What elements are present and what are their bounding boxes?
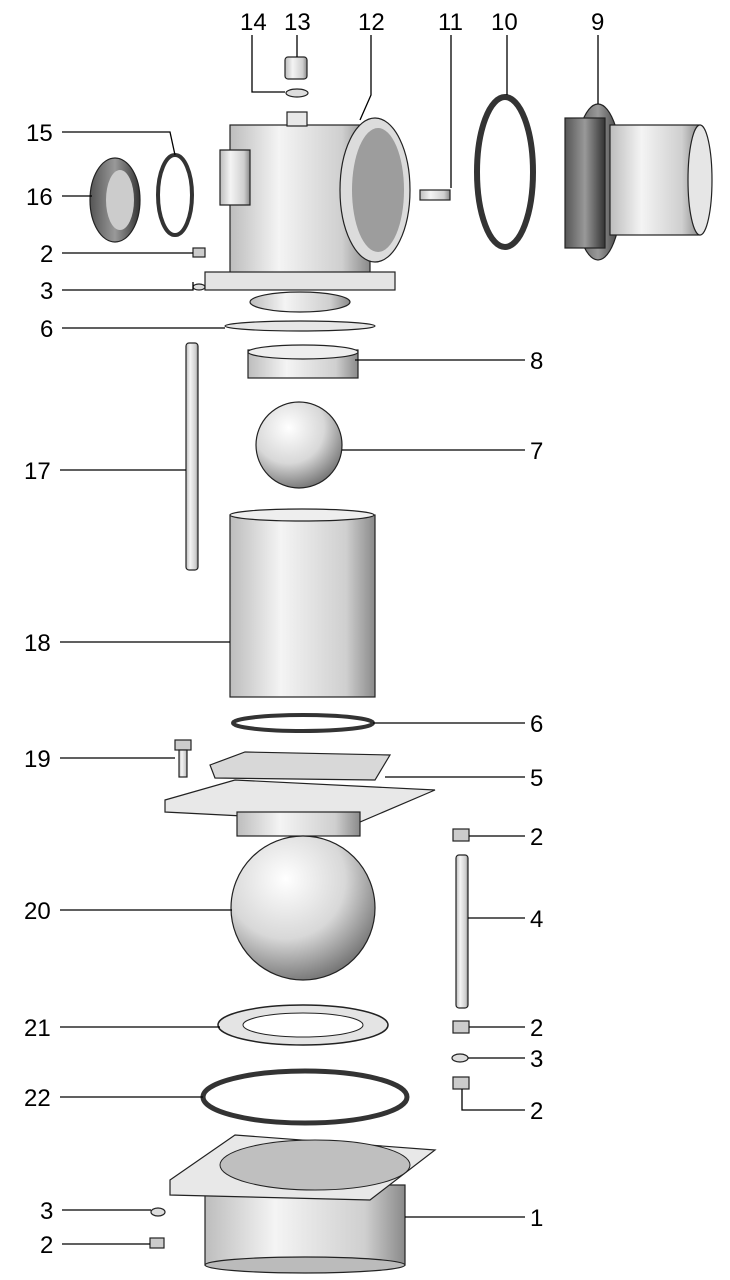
leader-lines (60, 35, 599, 1245)
part-5-flange (164, 751, 436, 837)
callout-1: 1 (530, 1205, 543, 1232)
part-14-washer (285, 88, 309, 98)
part-11-pin (419, 189, 451, 201)
callout-labels: 14 13 12 11 10 9 15 16 2 3 6 8 17 7 18 6… (24, 9, 604, 1259)
callout-12: 12 (358, 9, 385, 36)
callout-11: 11 (438, 9, 463, 36)
callout-18: 18 (24, 630, 51, 657)
callout-13: 13 (284, 9, 311, 36)
callout-3: 3 (530, 1046, 543, 1073)
part-7-ball (255, 401, 343, 489)
part-2-nut-left (149, 1237, 165, 1249)
part-4-rod (455, 854, 469, 1009)
callout-3: 3 (40, 278, 53, 305)
callout-9: 9 (591, 9, 604, 36)
part-17-rod (185, 342, 199, 571)
part-3-washer-right (451, 1053, 469, 1063)
callout-20: 20 (24, 898, 51, 925)
part-2-nut-right-2 (452, 1020, 470, 1034)
callout-2: 2 (530, 1015, 543, 1042)
callout-3: 3 (40, 1198, 53, 1225)
part-elbow-body (204, 111, 411, 313)
callout-10: 10 (491, 9, 518, 36)
part-2-nut-right-1 (452, 828, 470, 842)
callout-8: 8 (530, 348, 543, 375)
callout-17: 17 (24, 458, 51, 485)
callout-14: 14 (240, 9, 267, 36)
callout-21: 21 (24, 1015, 51, 1042)
part-15-oring (156, 153, 194, 237)
callout-22: 22 (24, 1085, 51, 1112)
part-13-plug (284, 56, 308, 80)
callout-15: 15 (26, 120, 53, 147)
part-2-nut-top (192, 247, 206, 258)
callout-7: 7 (530, 438, 543, 465)
part-20-ball (230, 835, 376, 981)
part-6-gasket-mid (231, 713, 375, 733)
part-8-seat (247, 344, 359, 379)
part-1-base (169, 1134, 437, 1274)
callout-4: 4 (530, 906, 543, 933)
callout-6: 6 (40, 316, 53, 343)
callout-6: 6 (530, 711, 543, 738)
part-18-tube (229, 508, 376, 698)
callout-2: 2 (530, 824, 543, 851)
part-3-washer-top (192, 283, 206, 291)
part-16-nut (89, 157, 141, 243)
part-19-bolt (174, 739, 192, 778)
part-2-nut-right-3 (452, 1076, 470, 1090)
callout-2: 2 (40, 241, 53, 268)
part-21-plate (217, 1004, 389, 1046)
part-9-coupling (564, 103, 713, 261)
part-10-oring (474, 94, 536, 250)
callout-2: 2 (40, 1232, 53, 1259)
callout-19: 19 (24, 746, 51, 773)
callout-2: 2 (530, 1098, 543, 1125)
part-22-oring (200, 1068, 410, 1126)
callout-16: 16 (26, 184, 53, 211)
part-6-gasket-top (224, 320, 376, 332)
part-3-washer-left (150, 1207, 166, 1217)
callout-5: 5 (530, 765, 543, 792)
